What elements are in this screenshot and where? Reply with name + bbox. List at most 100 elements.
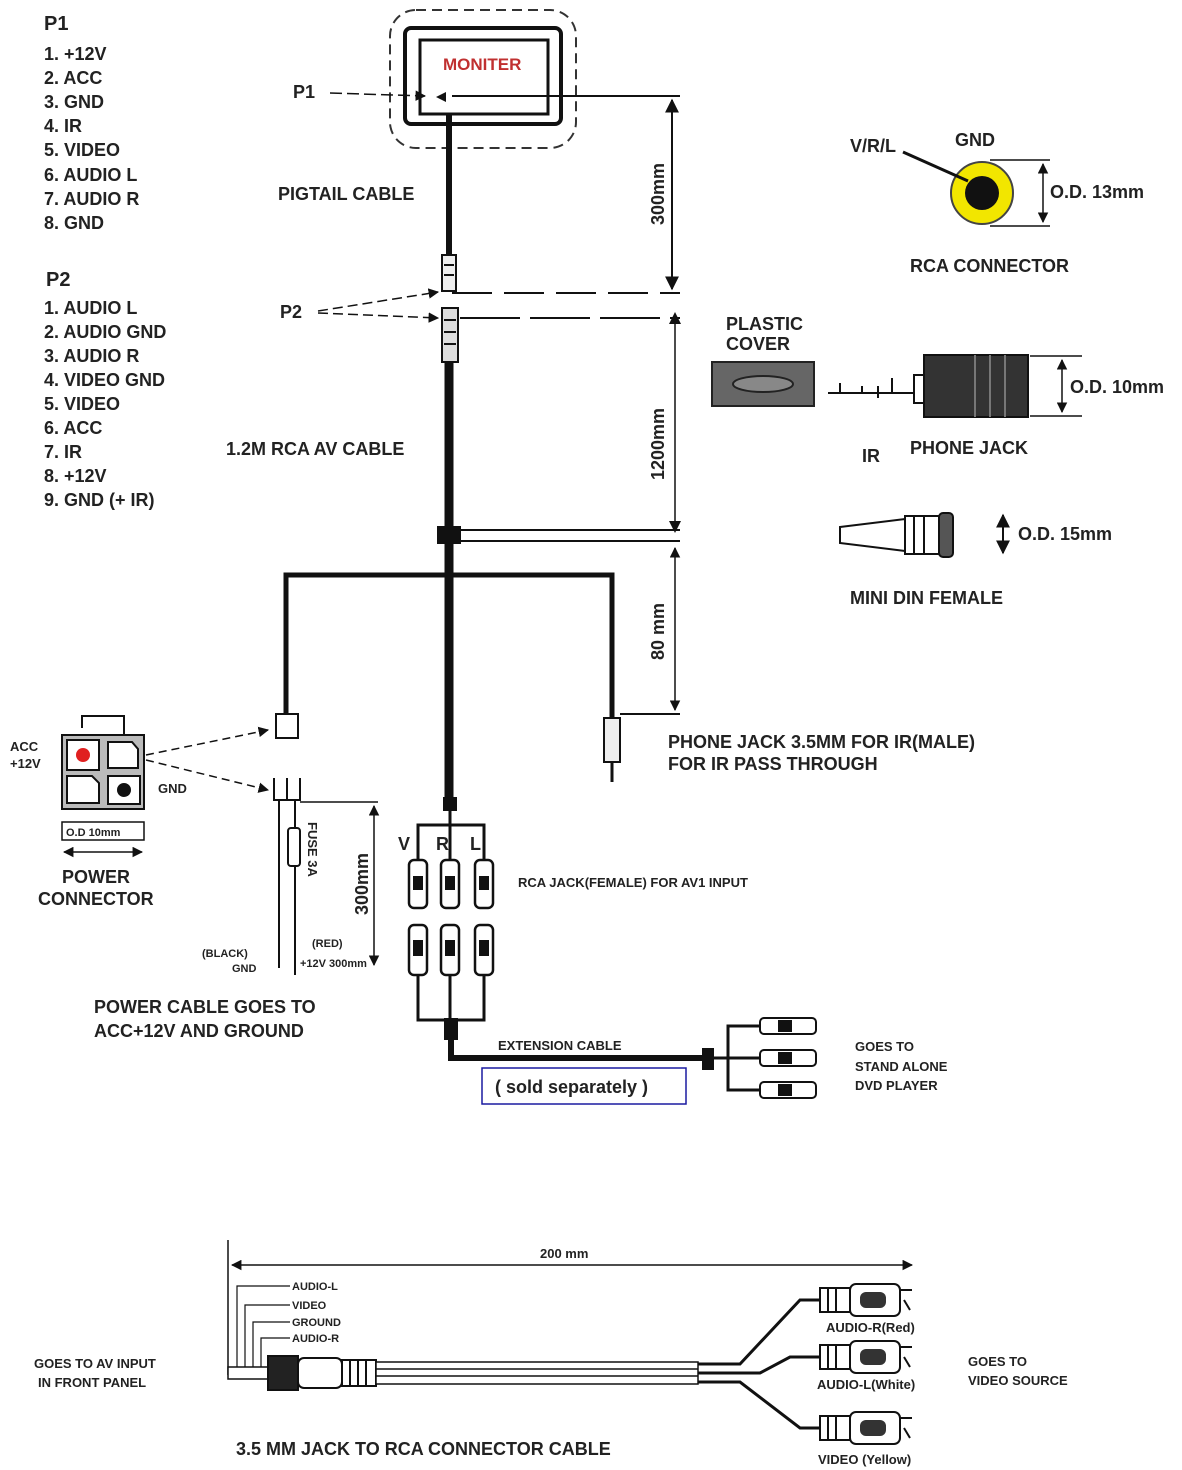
- dvd-rca-plugs: [714, 1017, 817, 1099]
- video-label: VIDEO (Yellow): [818, 1452, 911, 1467]
- p2-pin: 5. VIDEO: [44, 394, 120, 414]
- rca-conn-vrl: V/R/L: [850, 136, 896, 156]
- red-1: (RED): [312, 938, 343, 950]
- monitor-label: MONITER: [443, 55, 521, 74]
- p1-pin: 5. VIDEO: [44, 140, 120, 160]
- p1-pin: 8. GND: [44, 213, 104, 233]
- phone-jack-od: O.D. 10mm: [1070, 377, 1164, 397]
- bottom-title: 3.5 MM JACK TO RCA CONNECTOR CABLE: [236, 1439, 611, 1459]
- p1-pin: 4. IR: [44, 116, 82, 136]
- plastic-cover-label-2: COVER: [726, 334, 790, 354]
- power-connector-label-1: POWER: [62, 867, 130, 887]
- p2-socket: [441, 307, 459, 363]
- rca-jack-r: [439, 858, 461, 977]
- p2-pin-list: P2 1. AUDIO L 2. AUDIO GND 3. AUDIO R 4.…: [44, 269, 166, 510]
- wire-label: VIDEO: [292, 1300, 327, 1312]
- power-cable-label-1: POWER CABLE GOES TO: [94, 997, 316, 1017]
- dim-300mm-power: 300mm: [352, 853, 372, 915]
- power-connector-label-2: CONNECTOR: [38, 889, 154, 909]
- red-2: +12V 300mm: [300, 958, 367, 970]
- goes-to-av-2: IN FRONT PANEL: [38, 1375, 146, 1390]
- p1-tag: P1: [293, 82, 315, 102]
- phone-jack-label: PHONE JACK: [910, 438, 1028, 458]
- wire-label: GROUND: [292, 1317, 341, 1329]
- cable-bundle: [375, 1298, 820, 1430]
- power-connector-icon: [61, 715, 145, 841]
- dim-1200mm: 1200mm: [648, 408, 668, 480]
- mini-din-od: O.D. 15mm: [1018, 524, 1112, 544]
- goes-to-av-1: GOES TO AV INPUT: [34, 1356, 156, 1371]
- rca-plug-audio-l: [819, 1340, 912, 1374]
- l-label: L: [470, 834, 481, 854]
- pigtail-cable-label: PIGTAIL CABLE: [278, 184, 414, 204]
- jack-35mm-plug: [227, 1355, 377, 1391]
- rca-plug-video: [819, 1411, 912, 1445]
- p1-title: P1: [44, 13, 68, 35]
- acc-label: ACC: [10, 739, 39, 754]
- p1-pin: 6. AUDIO L: [44, 165, 137, 185]
- mini-din-icon: [839, 512, 954, 558]
- dim-80mm: 80 mm: [648, 603, 668, 660]
- gnd-label: GND: [158, 781, 187, 796]
- bottom-length: 200 mm: [540, 1246, 588, 1261]
- ir-label: IR: [862, 446, 880, 466]
- goes-to-2: STAND ALONE: [855, 1059, 948, 1074]
- rca-plug-audio-r: [819, 1283, 912, 1317]
- wire-label: AUDIO-L: [292, 1281, 338, 1293]
- phone-jack-ir-label-1: PHONE JACK 3.5MM FOR IR(MALE): [668, 732, 975, 752]
- p2-pin: 9. GND (+ IR): [44, 490, 155, 510]
- p2-pin: 1. AUDIO L: [44, 298, 137, 318]
- rca-conn-gnd: GND: [955, 130, 995, 150]
- phone-jack-icon: [828, 354, 1029, 418]
- goes-to-1: GOES TO: [855, 1039, 914, 1054]
- audio-l-label: AUDIO-L(White): [817, 1377, 915, 1392]
- p2-tag: P2: [280, 302, 302, 322]
- dim-300mm-top: 300mm: [648, 163, 668, 225]
- p1-pin: 7. AUDIO R: [44, 189, 139, 209]
- rca-av-cable-label: 1.2M RCA AV CABLE: [226, 439, 404, 459]
- sold-separately-label: ( sold separately ): [495, 1077, 648, 1097]
- rca-jack-female-label: RCA JACK(FEMALE) FOR AV1 INPUT: [518, 875, 748, 890]
- v-label: V: [398, 834, 410, 854]
- p2-pin: 7. IR: [44, 442, 82, 462]
- p2-pin: 8. +12V: [44, 466, 107, 486]
- extension-cable-label: EXTENSION CABLE: [498, 1038, 622, 1053]
- p1-pin: 3. GND: [44, 92, 104, 112]
- goes-to-3: DVD PLAYER: [855, 1078, 938, 1093]
- goes-to-video-1: GOES TO: [968, 1354, 1027, 1369]
- sold-separately-box: [481, 1067, 687, 1105]
- wire-label: AUDIO-R: [292, 1333, 339, 1345]
- audio-r-label: AUDIO-R(Red): [826, 1320, 915, 1335]
- rca-connector-label: RCA CONNECTOR: [910, 256, 1069, 276]
- rca-jack-l: [473, 858, 495, 977]
- wire-leaders: [236, 1285, 290, 1372]
- od-size-label: O.D 10mm: [66, 827, 121, 839]
- p1-pin: 2. ACC: [44, 68, 102, 88]
- power-plug-top: [275, 713, 299, 739]
- p2-pin: 3. AUDIO R: [44, 346, 139, 366]
- p2-title: P2: [46, 269, 70, 291]
- rca-jack-v: [407, 858, 429, 977]
- pigtail-plug: [441, 254, 457, 292]
- goes-to-video-2: VIDEO SOURCE: [968, 1373, 1068, 1388]
- p2-pin: 4. VIDEO GND: [44, 370, 165, 390]
- monitor: MONITER: [389, 9, 577, 149]
- black-gnd-2: GND: [232, 963, 257, 975]
- fuse-label: FUSE 3A: [305, 822, 320, 878]
- p2-pin: 6. ACC: [44, 418, 102, 438]
- black-gnd-1: (BLACK): [202, 948, 248, 960]
- rca-connector-icon: [902, 150, 1014, 225]
- r-label: R: [436, 834, 449, 854]
- power-cable-label-2: ACC+12V AND GROUND: [94, 1021, 304, 1041]
- rca-conn-od: O.D. 13mm: [1050, 182, 1144, 202]
- cable-splitter: [437, 526, 461, 544]
- p2-pin: 2. AUDIO GND: [44, 322, 166, 342]
- mini-din-female-label: MINI DIN FEMALE: [850, 588, 1003, 608]
- plastic-cover-label: PLASTIC: [726, 314, 803, 334]
- plus12v-label: +12V: [10, 756, 41, 771]
- ir-phone-jack-plug: [603, 717, 621, 782]
- p1-pin: 1. +12V: [44, 44, 107, 64]
- p1-pin-list: P1 1. +12V 2. ACC 3. GND 4. IR 5. VIDEO …: [44, 13, 139, 233]
- plastic-cover-icon: [711, 361, 815, 407]
